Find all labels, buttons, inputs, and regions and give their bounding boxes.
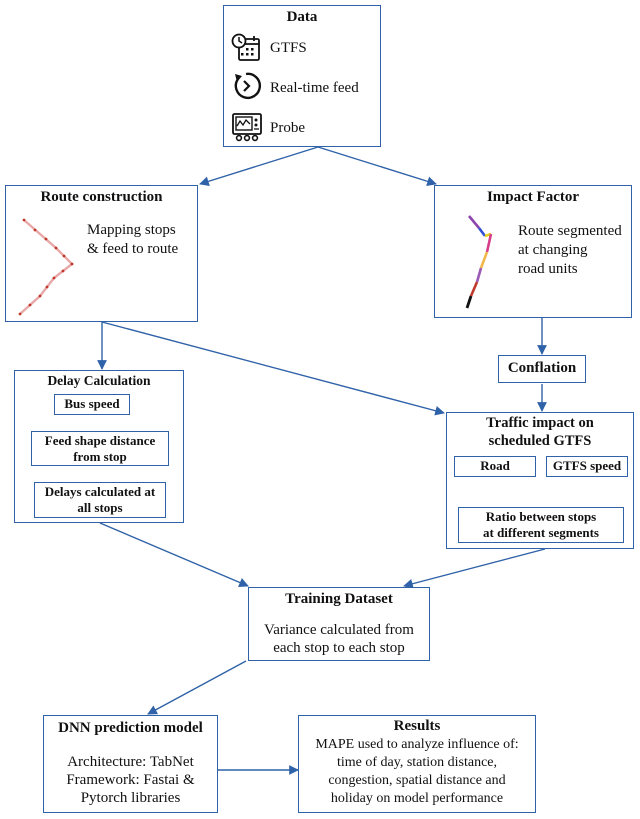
impact-title: Impact Factor <box>486 189 580 205</box>
impact-desc-line-3: road units <box>518 261 578 277</box>
calendar-clock-icon <box>231 33 260 61</box>
results-line-3: congestion, spatial distance and <box>328 773 506 788</box>
ratio-line-2: at different segments <box>482 525 599 540</box>
conflation-box: Conflation <box>498 355 586 383</box>
dnn-model-box: DNN prediction model Architecture: TabNe… <box>43 715 218 813</box>
traffic-title-line-1: Traffic impact on <box>486 415 594 431</box>
refresh-clock-icon <box>234 72 262 100</box>
results-line-2: time of day, station distance, <box>336 755 498 770</box>
dnn-title: DNN prediction model <box>58 720 203 736</box>
training-dataset-box: Training Dataset Variance calculated fro… <box>248 587 430 661</box>
results-title: Results <box>393 718 441 734</box>
arrow-route-to-traffic <box>101 321 445 416</box>
delays-calculated-box: Delays calculated at all stops <box>34 482 166 518</box>
feed-shape-line-1: Feed shape distance <box>44 433 156 448</box>
training-desc-line-2: each stop to each stop <box>273 640 405 656</box>
arrow-data-to-impact <box>317 146 437 187</box>
training-desc-line-1: Variance calculated from <box>264 622 414 638</box>
feed-shape-line-2: from stop <box>73 449 127 464</box>
results-line-1: MAPE used to analyze influence of: <box>315 737 519 752</box>
road-box: Road <box>454 456 536 477</box>
arrow-data-to-route <box>199 146 319 187</box>
route-construction-box: Route construction Mapping stops & feed … <box>5 185 198 322</box>
training-title: Training Dataset <box>285 591 393 607</box>
results-box: Results MAPE used to analyze influence o… <box>298 715 536 813</box>
gtfs-speed-label: GTFS speed <box>552 458 622 473</box>
impact-desc-line-1: Route segmented <box>518 223 622 239</box>
arrow-delay-to-training <box>99 522 249 588</box>
delays-line-2: all stops <box>77 500 123 515</box>
dnn-line-3: Pytorch libraries <box>80 790 181 806</box>
traffic-title-line-2: scheduled GTFS <box>488 433 592 449</box>
data-item-realtime: Real-time feed <box>270 80 359 96</box>
delay-title: Delay Calculation <box>47 373 151 388</box>
route-desc-line-1: Mapping stops <box>87 222 176 238</box>
data-title: Data <box>286 9 318 25</box>
ratio-line-1: Ratio between stops <box>485 509 597 524</box>
arrow-training-to-dnn <box>147 660 247 715</box>
bus-speed-label: Bus speed <box>64 396 120 411</box>
data-item-gtfs: GTFS <box>270 40 307 56</box>
segmented-route-graphic <box>465 215 493 309</box>
dnn-line-1: Architecture: TabNet <box>67 754 194 770</box>
arrow-traffic-to-training <box>403 548 546 589</box>
route-title: Route construction <box>40 189 163 205</box>
road-label: Road <box>480 458 510 473</box>
delays-line-1: Delays calculated at <box>44 484 156 499</box>
feed-shape-box: Feed shape distance from stop <box>31 431 169 466</box>
conflation-title: Conflation <box>507 360 577 376</box>
impact-factor-box: Impact Factor Route segmented at changin… <box>434 185 632 318</box>
impact-desc-line-2: at changing <box>518 242 588 258</box>
route-desc-line-2: & feed to route <box>87 241 179 257</box>
route-map-graphic <box>18 218 74 316</box>
data-item-probe: Probe <box>270 120 305 136</box>
gtfs-speed-box: GTFS speed <box>546 456 628 477</box>
bus-speed-box: Bus speed <box>54 394 130 415</box>
monitor-probe-icon <box>232 113 262 142</box>
data-box: Data GTFS Real-time feed Probe <box>223 5 381 147</box>
results-line-4: holiday on model performance <box>330 791 504 806</box>
ratio-box: Ratio between stops at different segment… <box>458 507 624 543</box>
dnn-line-2: Framework: Fastai & <box>66 772 195 788</box>
